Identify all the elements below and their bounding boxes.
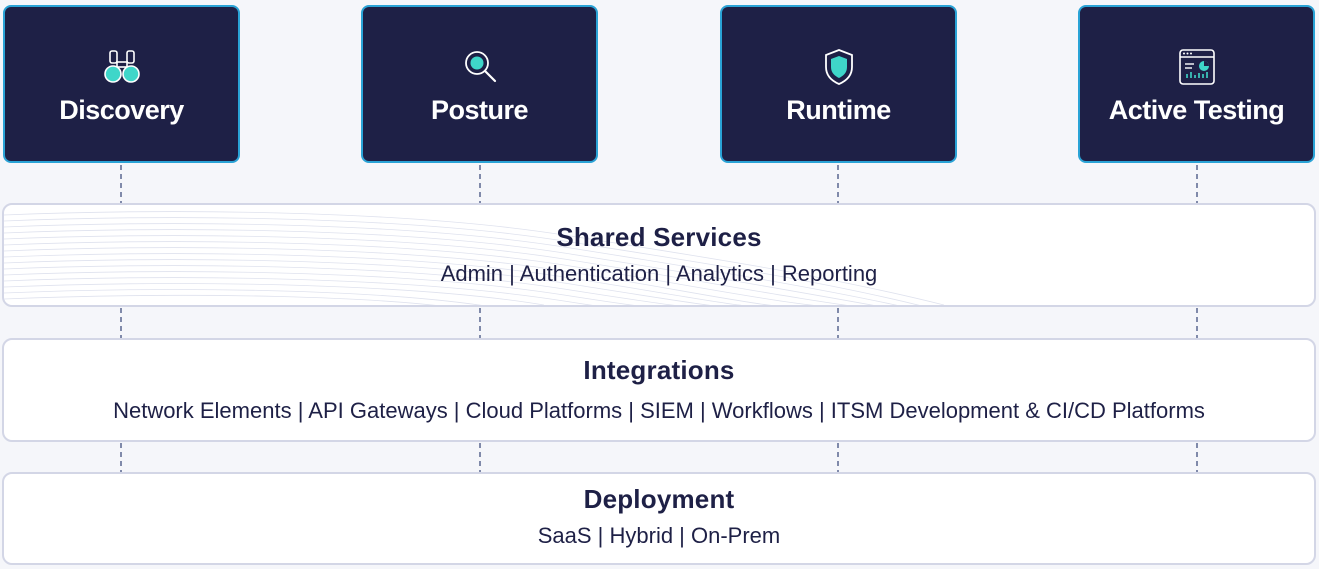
module-label: Discovery	[59, 95, 184, 125]
module-label: Runtime	[786, 95, 891, 125]
layer-title: Deployment	[583, 484, 735, 514]
binoculars-icon	[103, 50, 140, 83]
layer-title: Shared Services	[556, 222, 762, 252]
shield-icon	[824, 49, 853, 85]
module-card-active-testing: Active Testing	[1078, 5, 1315, 163]
module-label: Posture	[430, 95, 529, 125]
module-card-posture: Posture	[361, 5, 598, 163]
module-card-discovery: Discovery	[3, 5, 240, 163]
dashboard-window-icon	[1178, 49, 1215, 85]
layer-items: Network Elements | API Gateways | Cloud …	[113, 398, 1205, 423]
deployment-layer: Deployment SaaS | Hybrid | On-Prem	[2, 472, 1316, 565]
shared-services-layer: Shared Services Admin | Authentication |…	[2, 203, 1316, 307]
layer-items: SaaS | Hybrid | On-Prem	[537, 523, 781, 548]
layer-title: Integrations	[583, 355, 735, 385]
magnifier-icon	[464, 51, 496, 83]
layer-items: Admin | Authentication | Analytics | Rep…	[440, 261, 878, 286]
decorative-wave-texture	[4, 211, 944, 305]
module-label: Active Testing	[1108, 95, 1285, 125]
integrations-layer: Integrations Network Elements | API Gate…	[2, 338, 1316, 442]
module-card-runtime: Runtime	[720, 5, 957, 163]
